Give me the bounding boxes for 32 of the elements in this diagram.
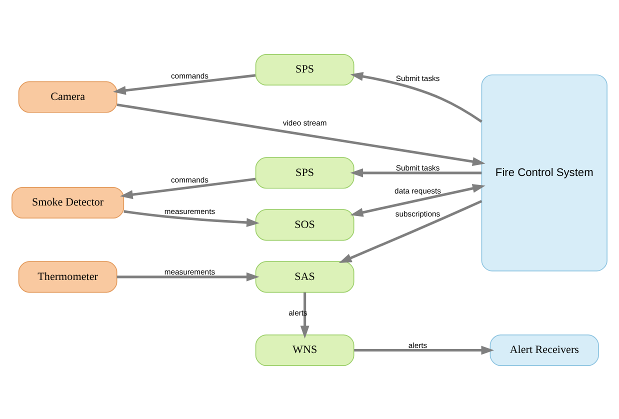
arrow <box>350 72 482 122</box>
node-box: SOS <box>255 208 354 240</box>
arrow <box>338 199 482 263</box>
edge-label: Submit tasks <box>396 74 440 83</box>
node-box: SPS <box>255 156 354 188</box>
arrow <box>113 74 256 94</box>
arrow <box>124 210 260 226</box>
node-box: Alert Receivers <box>490 334 599 366</box>
edge-label: data requests <box>394 186 441 196</box>
node-box: SAS <box>255 260 354 292</box>
node-box: Fire Control System <box>481 74 608 271</box>
arrow <box>350 183 486 216</box>
arrow <box>116 103 486 166</box>
arrow <box>120 177 256 199</box>
arrow <box>300 292 310 338</box>
arrow <box>116 272 260 281</box>
node-box: Smoke Detector <box>12 186 124 218</box>
edge-label: commands <box>170 174 208 184</box>
edge-label: measurements <box>164 206 216 216</box>
edge-label: measurements <box>164 267 216 276</box>
edge-label: video stream <box>282 118 327 127</box>
arrow <box>350 168 482 177</box>
edge-label: subscriptions <box>395 209 440 218</box>
arrow <box>354 345 494 354</box>
node-box: SPS <box>255 53 354 86</box>
node-box: Camera <box>18 80 118 112</box>
node-box: WNS <box>255 334 354 366</box>
node-box: Thermometer <box>18 260 118 292</box>
edge-label: commands <box>170 70 208 80</box>
edge-label: alerts <box>288 308 308 317</box>
edge-label: alerts <box>408 340 428 350</box>
edge-label: Submit tasks <box>396 163 440 172</box>
